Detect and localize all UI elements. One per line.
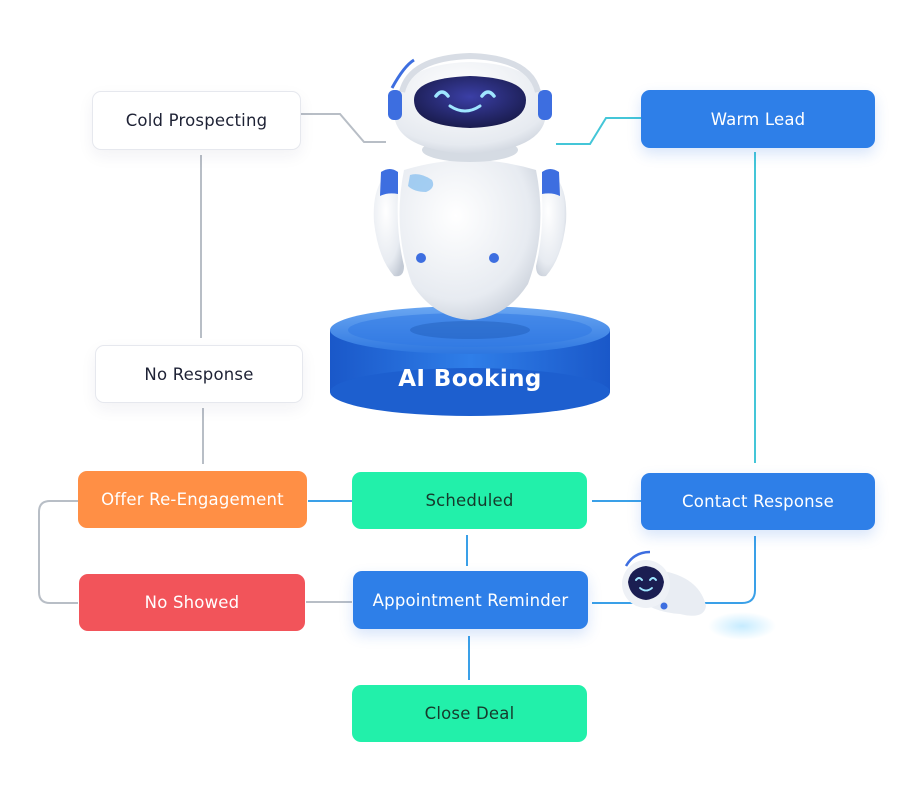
link-offer-to-noshowed (38, 500, 78, 604)
platform-icon (330, 306, 610, 416)
node-contact-response: Contact Response (641, 473, 875, 530)
ai-booking-label: AI Booking (398, 366, 542, 392)
node-offer-re-engagement: Offer Re-Engagement (78, 471, 307, 528)
node-appointment-reminder: Appointment Reminder (353, 571, 588, 629)
node-warm-lead: Warm Lead (641, 90, 875, 148)
node-scheduled: Scheduled (352, 472, 587, 529)
flying-robot-icon (622, 550, 776, 640)
robot-icon (373, 52, 567, 339)
link-robot-to-warmlead (556, 117, 641, 145)
node-cold-prospecting: Cold Prospecting (92, 91, 301, 150)
link-contact-to-reminder (592, 536, 756, 604)
node-close-deal: Close Deal (352, 685, 587, 742)
link-cold-to-robot (300, 113, 386, 143)
node-no-showed: No Showed (79, 574, 305, 631)
node-no-response: No Response (95, 345, 303, 403)
